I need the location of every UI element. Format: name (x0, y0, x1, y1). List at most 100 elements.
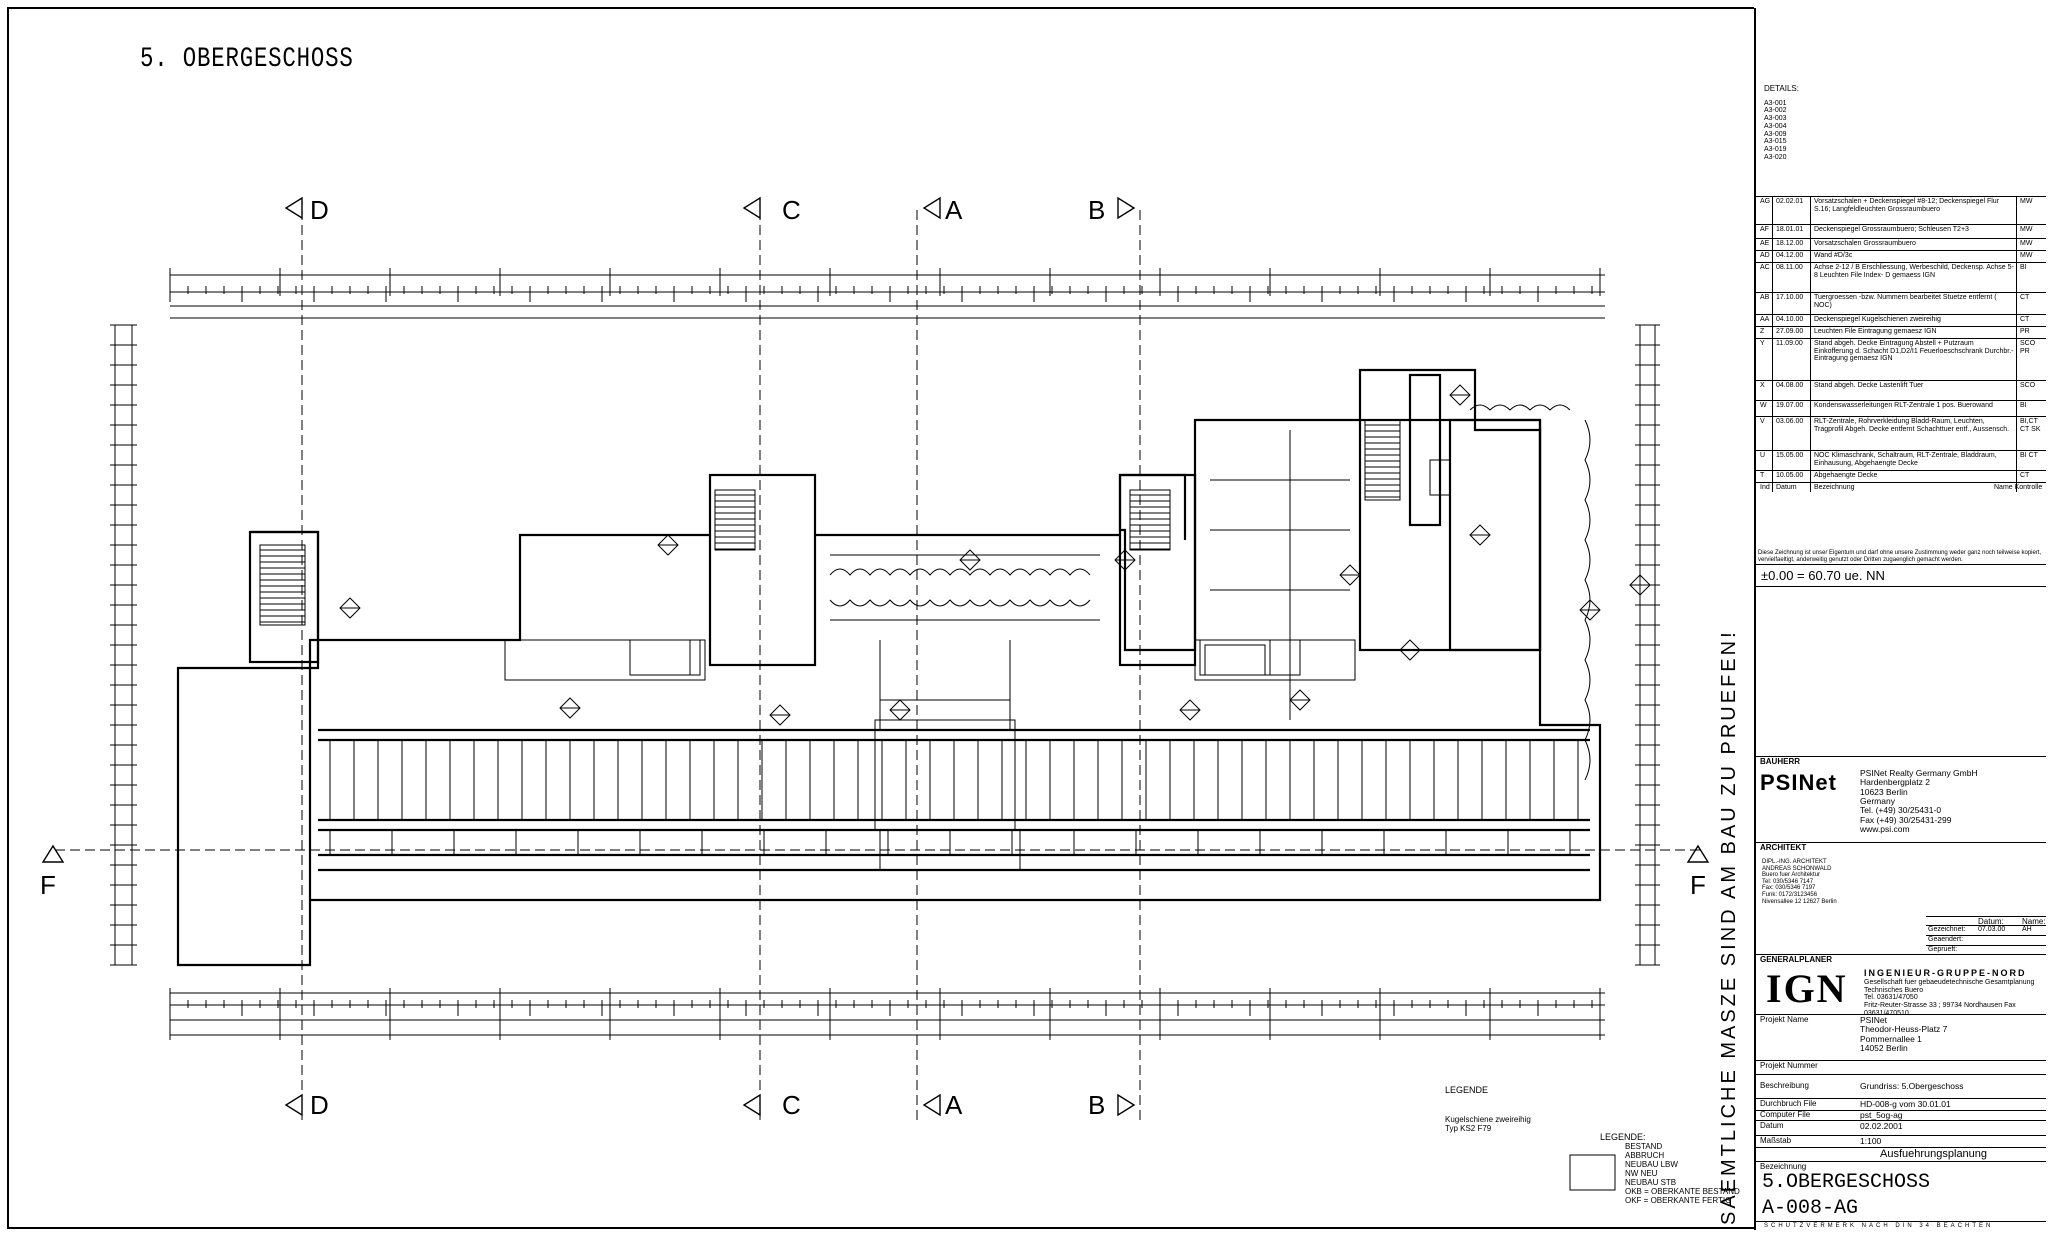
durchbruch-label: Durchbruch File (1760, 1099, 1817, 1108)
rev-text: Abgehaengte Decke (1814, 472, 1878, 479)
section-label: F (40, 870, 56, 900)
ign-line: INGENIEUR-GRUPPE-NORD (1864, 968, 2027, 978)
section-label: F (1690, 870, 1706, 900)
architekt-line: DIPL.-ING. ARCHITEKT (1762, 859, 1827, 865)
rev-by: BI,CT CT SK (2020, 418, 2041, 433)
description-value: Grundriss: 5.Obergeschoss (1860, 1081, 1964, 1091)
section-lines (55, 210, 1700, 1120)
copyright-note: Diese Zeichnung ist unser Eigentum und d… (1758, 550, 2042, 563)
rev-text: Stand abgeh. Decke Eintragung Abstell + … (1814, 340, 2014, 363)
section-label: D (310, 195, 329, 225)
rev-date: 04.10.00 (1776, 316, 1804, 323)
rev-text: Stand abgeh. Decke Lastenlift Tuer (1814, 382, 1924, 389)
section-label: B (1088, 1090, 1106, 1120)
sign-label: Geprueft: (1928, 946, 1958, 953)
sign-label: Gezeichnet: (1928, 926, 1966, 933)
page-title: 5. OBERGESCHOSS (140, 44, 354, 75)
project-name-line: Theodor-Heuss-Platz 7 (1860, 1024, 1948, 1035)
rev-id: AC (1760, 264, 1770, 271)
project-number-row: Projekt Nummer (1756, 1060, 2046, 1075)
section-label: A (945, 1090, 963, 1120)
legend-line: Kugelschiene zweireihig (1445, 1115, 1531, 1124)
rev-text: Tuergroessen -bzw. Nummern bearbeitet St… (1814, 294, 1997, 309)
rev-by: SCO (2020, 382, 2036, 389)
rev-by: BI (2020, 402, 2027, 409)
architekt-line: Funk: 0172/3123456 (1762, 891, 1818, 898)
sign-header-name: Name: (2022, 917, 2046, 926)
sign-label: Geaendert: (1928, 936, 1964, 943)
rev-header-text: Bezeichnung (1814, 484, 1855, 491)
section-markers (41, 196, 1710, 1117)
rev-by: CT (2020, 316, 2030, 323)
rev-header-date: Datum (1776, 484, 1797, 491)
computer-file-label: Computer File (1760, 1110, 1811, 1119)
designation-value: 5.OBERGESCHOSS (1762, 1171, 1931, 1194)
legend-item: ABBRUCH (1625, 1151, 1665, 1160)
footer-note: SCHUTZVERMERK NACH DIN 34 BEACHTEN (1764, 1223, 1994, 1229)
rev-date: 04.12.00 (1776, 252, 1804, 259)
durchbruch-value: HD-008-g vom 30.01.01 (1860, 1099, 1951, 1109)
legend-heading: LEGENDE (1445, 1085, 1489, 1095)
detail-item: A3-001 (1764, 99, 1787, 107)
rev-id: W (1760, 402, 1767, 409)
rev-header-id: Ind (1760, 484, 1770, 491)
ign-logo: IGN (1766, 966, 1848, 1011)
architekt-line: Tel: 030/5346 7147 (1762, 878, 1814, 885)
legend-item: BESTAND (1625, 1142, 1663, 1151)
ign-line: Tel. 03631/47050 (1864, 994, 1918, 1002)
elevation-text: ±0.00 = 60.70 ue. NN (1761, 568, 1885, 583)
detail-item: A3-003 (1764, 115, 1787, 123)
section-label: B (1088, 195, 1106, 225)
rev-date: 11.09.00 (1776, 340, 1803, 347)
sheet-border (7, 7, 1754, 1229)
bauherr-address-line: PSINet Realty Germany GmbH (1860, 768, 1978, 778)
legend-item: NW NEU (1625, 1169, 1658, 1178)
rev-date: 27.09.00 (1776, 328, 1804, 335)
rev-text: Deckenspiegel Grossraumbuero; Schleusen … (1814, 226, 1969, 233)
datum-label: Datum (1760, 1121, 1784, 1130)
side-note: SAEMTLICHE MASZE SIND AM BAU ZU PRUEFEN! (1718, 629, 1740, 1225)
rev-by: MW (2020, 240, 2033, 247)
legend-item: NEUBAU LBW (1625, 1160, 1678, 1169)
stair-core (259, 419, 1401, 626)
section-label: D (310, 1090, 329, 1120)
ign-line: Gesellschaft fuer gebaeudetechnische Ges… (1864, 978, 2035, 986)
plan-number: A-008-AG (1762, 1197, 1859, 1220)
scale-label: Maßstab (1760, 1136, 1792, 1145)
elevation-row: ±0.00 = 60.70 ue. NN (1756, 564, 2046, 587)
architekt-line: Buero fuer Architektur (1762, 872, 1821, 879)
detail-item: A3-019 (1764, 145, 1787, 153)
rev-date: 15.05.00 (1776, 452, 1804, 459)
detail-item: A3-004 (1764, 122, 1787, 130)
rev-by: MW (2020, 198, 2033, 205)
section-label: A (945, 195, 963, 225)
key-plan-frame (1756, 586, 2046, 765)
bauherr-address-line: www.psi.com (1860, 824, 1910, 835)
bauherr-address-line: Hardenbergplatz 2 (1860, 777, 1930, 788)
rev-by: CT (2020, 472, 2030, 479)
legend-item: OKF = OBERKANTE FERTIG (1625, 1196, 1732, 1205)
section-label: C (782, 195, 801, 225)
rev-by: BI (2020, 264, 2027, 271)
sign-header-date: Datum: (1978, 917, 2004, 926)
revision-clouds (829, 404, 1591, 781)
rev-date: 10.05.00 (1776, 472, 1804, 479)
rev-id: AD (1760, 252, 1770, 259)
rev-by: MW (2020, 226, 2033, 233)
bauherr-label: BAUHERR (1760, 757, 1800, 766)
architekt-line: Fax: 030/5346 7197 (1762, 885, 1816, 892)
detail-item: A3-015 (1764, 138, 1787, 146)
